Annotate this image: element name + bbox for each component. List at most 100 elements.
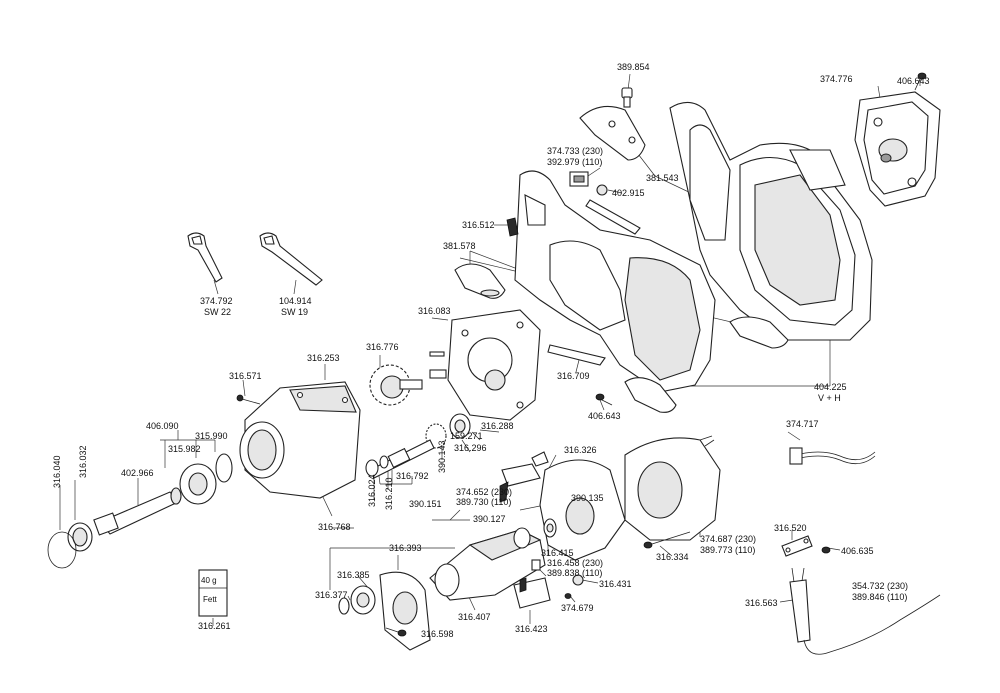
gear-316776 bbox=[369, 364, 423, 406]
part-316512 bbox=[506, 217, 519, 237]
switch-374733 bbox=[569, 171, 589, 187]
label-406635: 406.635 bbox=[841, 546, 874, 556]
label-389838: 389.838 (110) bbox=[547, 568, 603, 578]
label-316083: 316.083 bbox=[418, 306, 451, 316]
label-316512: 316.512 bbox=[462, 220, 495, 230]
screw-316571 bbox=[236, 394, 261, 405]
label-402915: 402.915 bbox=[612, 188, 645, 198]
label-389854: 389.854 bbox=[617, 62, 650, 72]
label-374733: 374.733 (230) bbox=[547, 146, 604, 156]
back-cap-374776 bbox=[854, 91, 941, 207]
label-406643-top: 406.643 bbox=[897, 76, 930, 86]
label-316571: 316.571 bbox=[229, 371, 262, 381]
label-316768: 316.768 bbox=[318, 522, 351, 532]
pad-bottom bbox=[624, 377, 677, 413]
label-374717: 374.717 bbox=[786, 419, 819, 429]
label-316393: 316.393 bbox=[389, 543, 422, 553]
label-316423: 316.423 bbox=[515, 624, 548, 634]
label-390151: 390.151 bbox=[409, 499, 442, 509]
label-316385: 316.385 bbox=[337, 570, 370, 580]
label-316210: 316.210 bbox=[384, 477, 394, 510]
bearing-315990 bbox=[215, 453, 233, 483]
brush-holder-374652 bbox=[499, 463, 541, 503]
strip-316709 bbox=[547, 199, 641, 366]
wrench-104914 bbox=[259, 232, 323, 286]
label-374687: 374.687 (230) bbox=[700, 534, 757, 544]
parts-316024-316210 bbox=[365, 455, 389, 477]
label-316776: 316.776 bbox=[366, 342, 399, 352]
washer-316377 bbox=[338, 597, 350, 615]
brush-holder-316423 bbox=[513, 577, 551, 609]
screw-316334 bbox=[643, 531, 691, 549]
wrench-374792 bbox=[187, 232, 223, 283]
spindle-402966 bbox=[93, 487, 182, 536]
label-374652: 374.652 (230) bbox=[456, 487, 513, 497]
label-402966: 402.966 bbox=[121, 468, 154, 478]
label-404225-variant: V + H bbox=[818, 393, 841, 403]
label-390143: 390.143 bbox=[437, 440, 447, 473]
label-316040: 316.040 bbox=[52, 455, 62, 488]
label-159271: 159.271 bbox=[450, 431, 483, 441]
screw-406643-top bbox=[914, 72, 927, 91]
label-316407: 316.407 bbox=[458, 612, 491, 622]
handle-housing-rear-404225 bbox=[669, 101, 873, 341]
gear-housing-plate-316083 bbox=[447, 309, 541, 421]
label-316288: 316.288 bbox=[481, 421, 514, 431]
label-316377: 316.377 bbox=[315, 590, 348, 600]
cable-374717 bbox=[789, 447, 876, 465]
label-104914-size: SW 19 bbox=[281, 307, 309, 317]
part-316326 bbox=[531, 451, 549, 467]
label-374792-size: SW 22 bbox=[204, 307, 232, 317]
label-316326: 316.326 bbox=[564, 445, 597, 455]
label-392979: 392.979 (110) bbox=[547, 157, 603, 167]
label-316598: 316.598 bbox=[421, 629, 454, 639]
label-404225: 404.225 bbox=[814, 382, 847, 392]
grease-weight-text: 40 g bbox=[201, 576, 217, 585]
label-316334: 316.334 bbox=[656, 552, 689, 562]
cable-clamp-316520 bbox=[781, 535, 813, 557]
label-316458: 316.458 (230) bbox=[547, 558, 604, 568]
screw-316598 bbox=[385, 627, 407, 637]
gear-housing-316253 bbox=[239, 381, 361, 499]
screw-406635 bbox=[821, 546, 831, 554]
label-374792: 374.792 bbox=[200, 296, 233, 306]
label-354732: 354.732 (230) bbox=[852, 581, 909, 591]
label-315990: 315.990 bbox=[195, 431, 228, 441]
bearing-316385 bbox=[350, 585, 376, 615]
part-316431 bbox=[572, 574, 584, 586]
label-381543: 381.543 bbox=[646, 173, 679, 183]
label-315982: 315.982 bbox=[168, 444, 201, 454]
label-390135: 390.135 bbox=[571, 493, 604, 503]
label-389773: 389.773 (110) bbox=[700, 545, 756, 555]
label-389846: 389.846 (110) bbox=[852, 592, 908, 602]
part-402915 bbox=[596, 184, 608, 196]
screw-374679 bbox=[564, 593, 572, 599]
handle-cover-381543 bbox=[579, 105, 646, 161]
bearing-316288 bbox=[449, 413, 471, 439]
label-316431: 316.431 bbox=[599, 579, 632, 589]
stator-374687 bbox=[624, 435, 721, 541]
label-316296: 316.296 bbox=[454, 443, 487, 453]
label-374776: 374.776 bbox=[820, 74, 853, 84]
washer-316415 bbox=[543, 518, 557, 538]
label-389730: 389.730 (110) bbox=[456, 497, 512, 507]
pins-316083 bbox=[429, 351, 447, 379]
bearing-315982 bbox=[179, 463, 217, 505]
label-316563: 316.563 bbox=[745, 598, 778, 608]
label-374679: 374.679 bbox=[561, 603, 594, 613]
label-316520: 316.520 bbox=[774, 523, 807, 533]
screw-389854 bbox=[621, 87, 633, 108]
grease-name-text: Fett bbox=[203, 595, 217, 604]
handle-housing-front bbox=[514, 170, 716, 393]
label-316261: 316.261 bbox=[198, 621, 231, 631]
label-316253: 316.253 bbox=[307, 353, 340, 363]
screw-406643-bottom bbox=[595, 393, 613, 406]
label-316709: 316.709 bbox=[557, 371, 590, 381]
circlip-316040 bbox=[47, 531, 77, 569]
shaft-316792 bbox=[369, 439, 435, 479]
grease-container-316261 bbox=[198, 569, 228, 617]
label-316792: 316.792 bbox=[396, 471, 429, 481]
label-316032: 316.032 bbox=[78, 445, 88, 478]
pad-381578-left bbox=[454, 263, 506, 299]
